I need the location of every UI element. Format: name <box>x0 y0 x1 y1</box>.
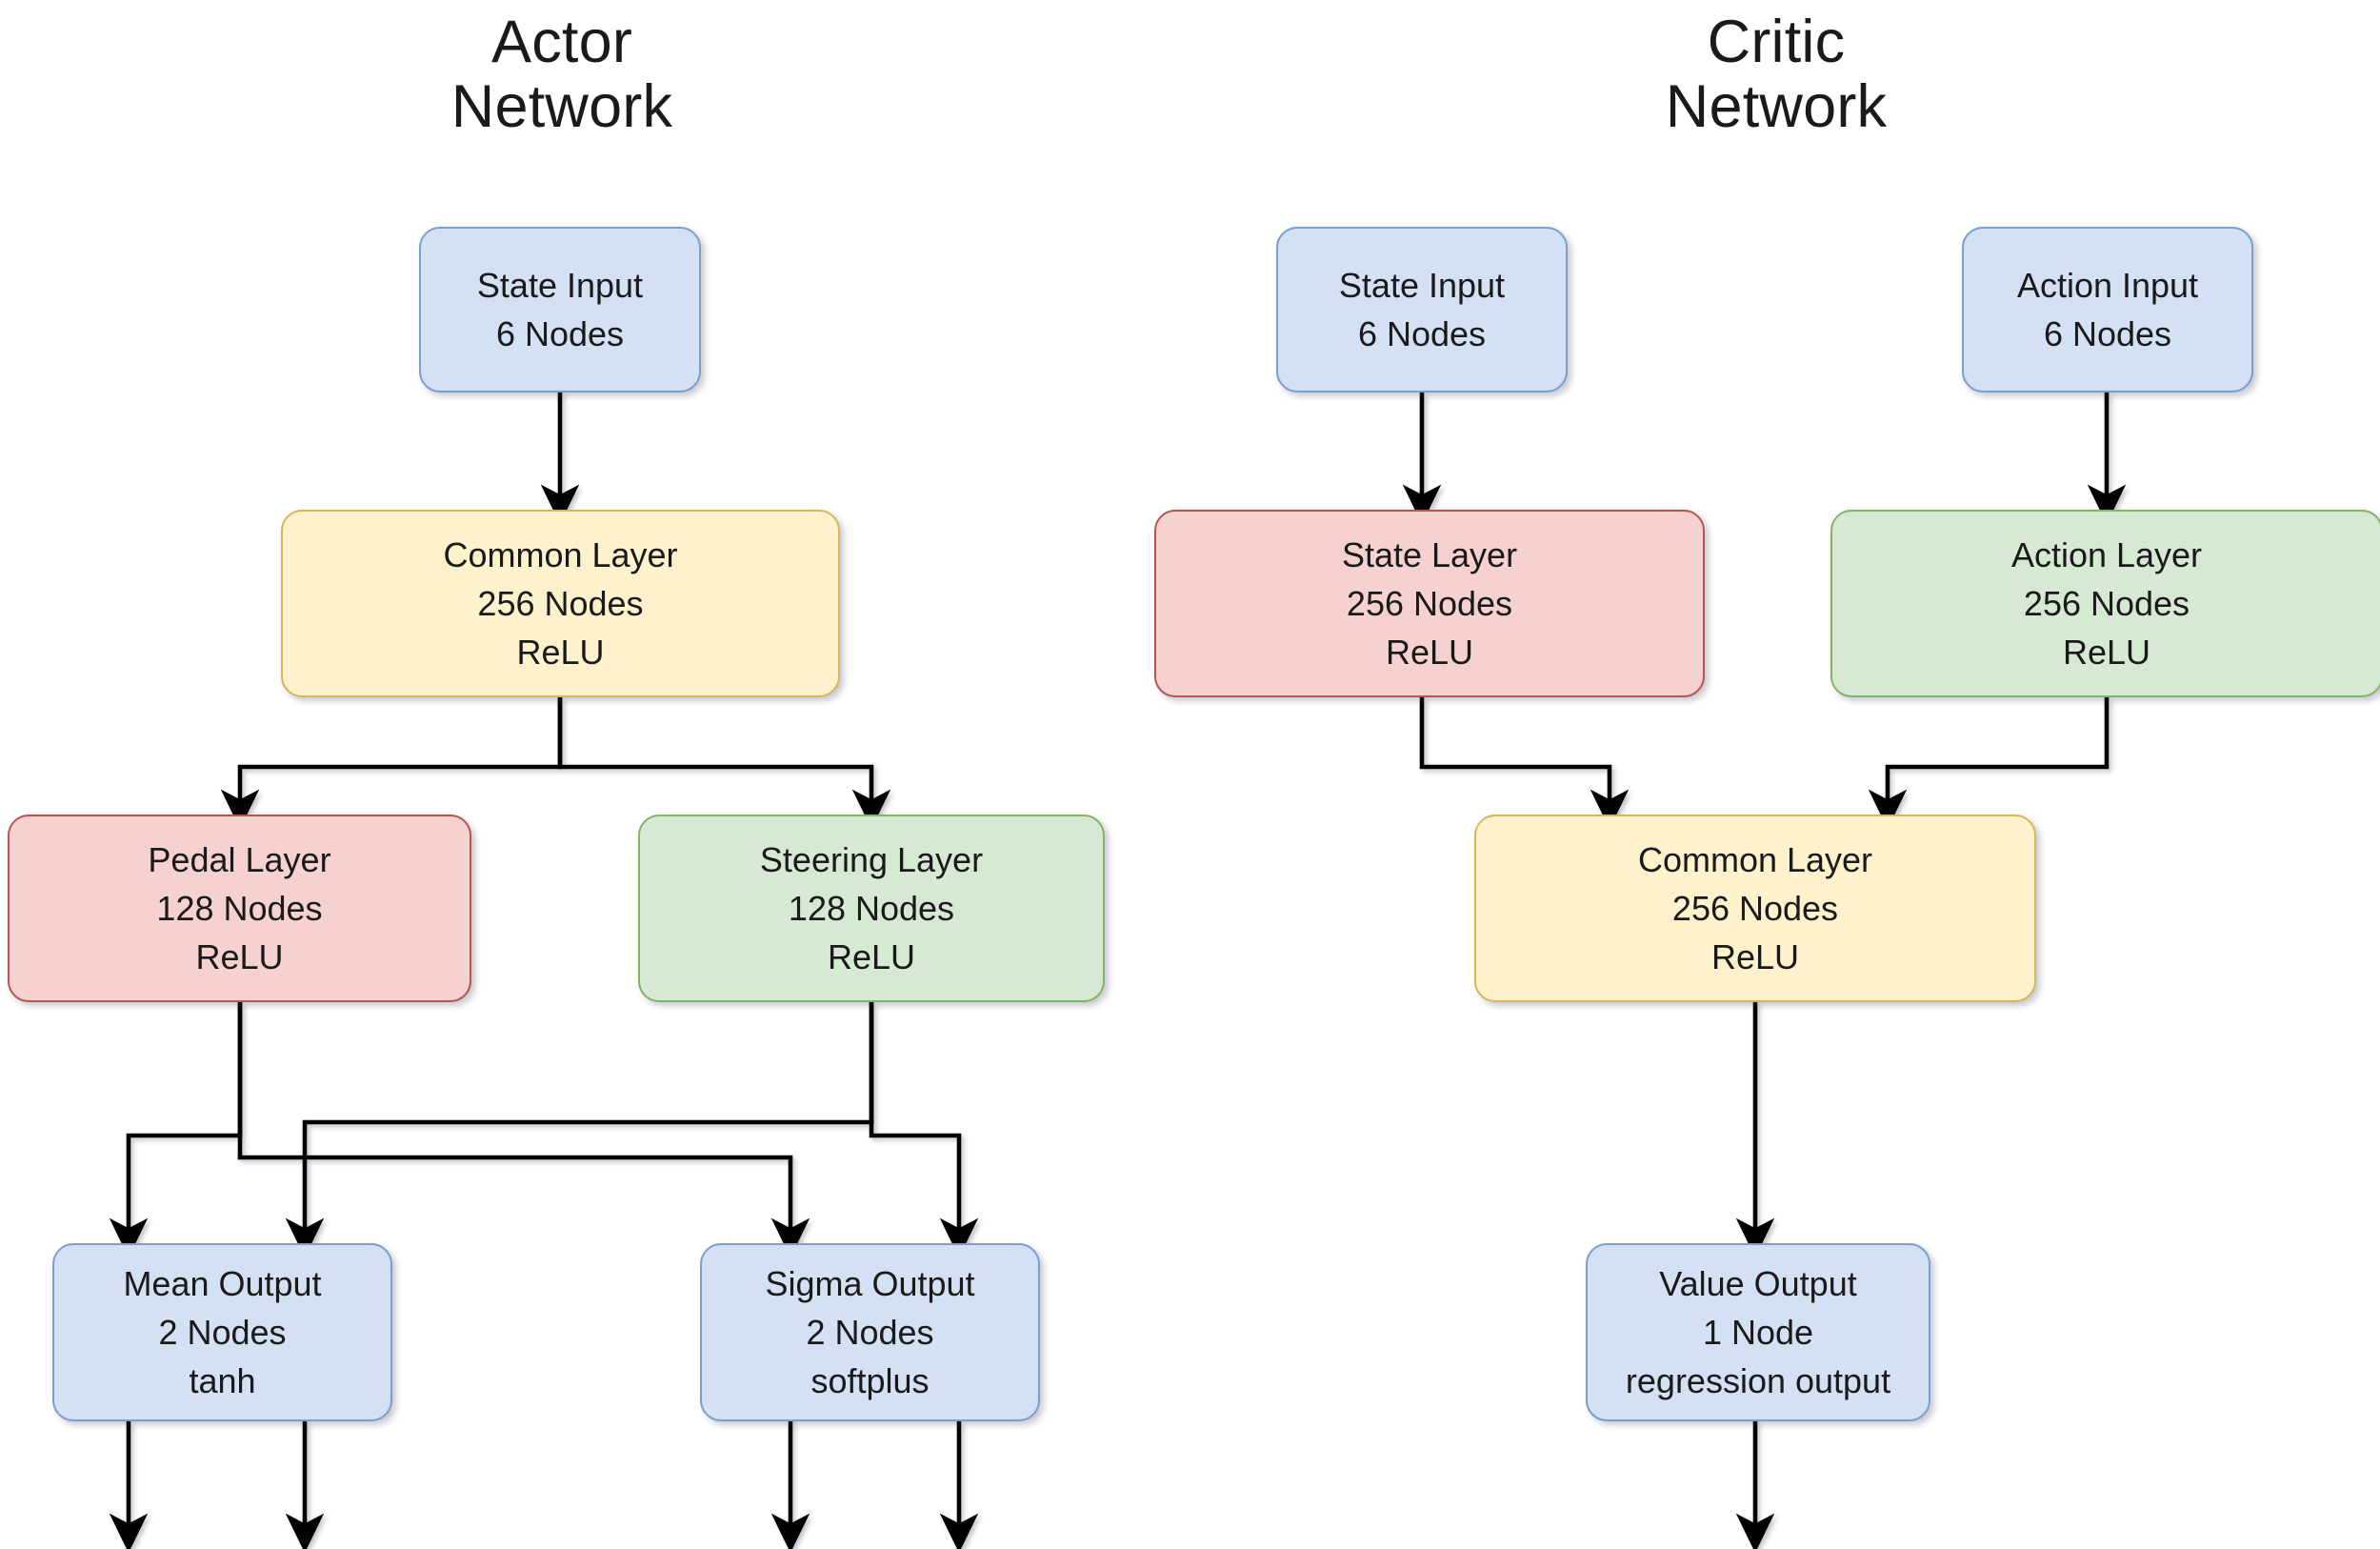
actor-sigma-output-nodes: 2 Nodes <box>806 1312 934 1352</box>
critic-title-line1: Critic <box>1707 9 1846 75</box>
critic-state-layer-label: State Layer <box>1341 534 1518 574</box>
actor-steering-layer-activation: ReLU <box>827 937 916 977</box>
actor-sigma-output-activation: softplus <box>810 1361 930 1401</box>
edge-actor-pedal-to-mean <box>109 1002 243 1258</box>
edge-actor-steering-to-mean <box>285 1002 874 1258</box>
critic-action-layer-label: Action Layer <box>2010 534 2203 574</box>
actor-state-input-label: State Input <box>476 265 644 305</box>
edge-critic-statelayer-to-common <box>1419 697 1630 830</box>
edge-actor-steering-to-sigma <box>869 1002 979 1258</box>
critic-value-output-label: Value Output <box>1659 1263 1857 1303</box>
actor-steering-layer-node[interactable]: Steering Layer 128 Nodes ReLU <box>638 815 1105 1002</box>
actor-mean-output-label: Mean Output <box>123 1263 322 1303</box>
actor-state-input-nodes: 6 Nodes <box>495 314 625 353</box>
actor-pedal-layer-label: Pedal Layer <box>148 839 331 879</box>
critic-common-layer-nodes: 256 Nodes <box>1671 888 1839 928</box>
edge-actor-common-to-steering <box>557 697 891 830</box>
critic-action-layer-node[interactable]: Action Layer 256 Nodes ReLU <box>1830 510 2380 697</box>
critic-value-output-nodes: 1 Node <box>1702 1312 1814 1352</box>
actor-pedal-layer-nodes: 128 Nodes <box>156 888 323 928</box>
actor-title-line1: Actor <box>490 9 633 75</box>
critic-value-output-node[interactable]: Value Output 1 Node regression output <box>1586 1243 1930 1421</box>
actor-common-layer-nodes: 256 Nodes <box>477 583 644 623</box>
actor-pedal-layer-node[interactable]: Pedal Layer 128 Nodes ReLU <box>8 815 471 1002</box>
actor-state-input-node[interactable]: State Input 6 Nodes <box>419 227 701 392</box>
critic-state-layer-node[interactable]: State Layer 256 Nodes ReLU <box>1154 510 1705 697</box>
critic-state-layer-nodes: 256 Nodes <box>1346 583 1513 623</box>
critic-state-input-label: State Input <box>1338 265 1506 305</box>
critic-state-layer-activation: ReLU <box>1385 633 1474 673</box>
actor-mean-output-activation: tanh <box>189 1361 256 1401</box>
critic-state-input-nodes: 6 Nodes <box>1357 314 1487 353</box>
critic-action-input-label: Action Input <box>2016 265 2199 305</box>
critic-common-layer-node[interactable]: Common Layer 256 Nodes ReLU <box>1474 815 2036 1002</box>
critic-common-layer-activation: ReLU <box>1710 937 1800 977</box>
critic-value-output-activation: regression output <box>1625 1361 1891 1401</box>
critic-network-title: Critic Network <box>1552 10 2000 139</box>
critic-action-layer-nodes: 256 Nodes <box>2023 583 2190 623</box>
actor-mean-output-nodes: 2 Nodes <box>158 1312 287 1352</box>
actor-steering-layer-nodes: 128 Nodes <box>788 888 955 928</box>
actor-common-layer-node[interactable]: Common Layer 256 Nodes ReLU <box>281 510 840 697</box>
actor-common-layer-label: Common Layer <box>443 534 678 574</box>
edge-actor-pedal-to-sigma <box>237 1002 810 1258</box>
actor-title-line2: Network <box>450 73 673 141</box>
actor-sigma-output-label: Sigma Output <box>765 1263 975 1303</box>
actor-network-title: Actor Network <box>338 10 786 139</box>
critic-action-input-node[interactable]: Action Input 6 Nodes <box>1962 227 2253 392</box>
edge-actor-common-to-pedal <box>220 697 563 830</box>
critic-action-input-nodes: 6 Nodes <box>2043 314 2172 353</box>
actor-pedal-layer-activation: ReLU <box>195 937 284 977</box>
critic-title-line2: Network <box>1665 73 1888 141</box>
actor-sigma-output-node[interactable]: Sigma Output 2 Nodes softplus <box>700 1243 1040 1421</box>
critic-common-layer-label: Common Layer <box>1637 839 1873 879</box>
edge-critic-actionlayer-to-common <box>1868 697 2110 830</box>
actor-common-layer-activation: ReLU <box>516 633 605 673</box>
actor-mean-output-node[interactable]: Mean Output 2 Nodes tanh <box>52 1243 392 1421</box>
critic-action-layer-activation: ReLU <box>2062 633 2151 673</box>
actor-steering-layer-label: Steering Layer <box>759 839 984 879</box>
critic-state-input-node[interactable]: State Input 6 Nodes <box>1276 227 1568 392</box>
